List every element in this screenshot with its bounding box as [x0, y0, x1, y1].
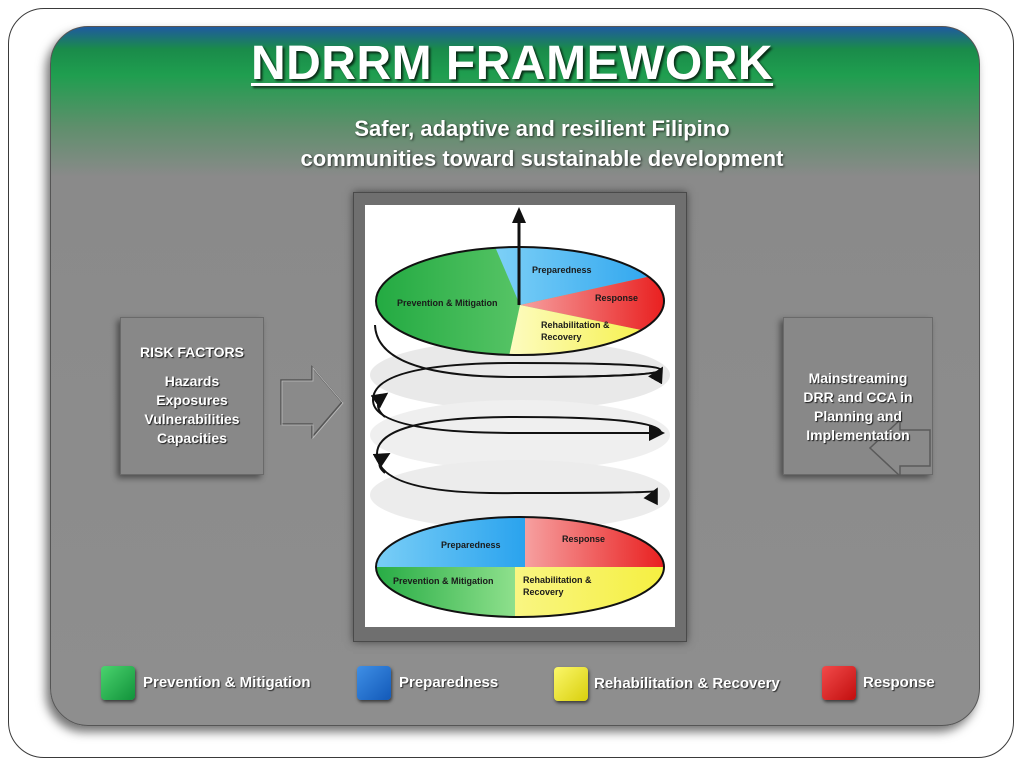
mainstreaming-box: Mainstreaming DRR and CCA in Planning an… — [783, 317, 933, 476]
top-rehab-label: Recovery — [541, 332, 582, 342]
mainstreaming-line: Implementation — [806, 427, 910, 443]
risk-factor-item: Capacities — [156, 430, 228, 446]
blue-square-icon — [357, 666, 391, 700]
left-arrow-icon — [868, 420, 931, 476]
risk-factors-box: RISK FACTORS Hazards Exposures Vulnerabi… — [120, 317, 264, 475]
top-response-label: Response — [595, 293, 638, 303]
mainstreaming-line: Planning and — [814, 408, 902, 424]
legend-label: Response — [863, 674, 935, 691]
legend-label: Preparedness — [399, 674, 499, 691]
mainstreaming-text: Mainstreaming DRR and CCA in Planning an… — [784, 369, 932, 445]
green-square-icon — [101, 666, 135, 700]
risk-factor-item: Vulnerabilities — [144, 411, 240, 427]
subtitle-line-2: communities toward sustainable developme… — [300, 146, 784, 171]
mainstreaming-line: DRR and CCA in — [803, 389, 913, 405]
yellow-square-icon — [554, 667, 588, 701]
diagram-picture: Prevention & Mitigation Preparedness Res… — [365, 205, 675, 627]
top-prevention-label: Prevention & Mitigation — [397, 298, 498, 308]
top-preparedness-label: Preparedness — [532, 265, 592, 275]
bottom-prevention-label: Prevention & Mitigation — [393, 576, 494, 586]
risk-factors-list: Hazards Exposures Vulnerabilities Capaci… — [121, 372, 263, 448]
slide-title: NDRRM FRAMEWORK — [250, 37, 774, 90]
risk-factor-item: Exposures — [156, 392, 228, 408]
red-square-icon — [822, 666, 856, 700]
mainstreaming-line: Mainstreaming — [808, 370, 908, 386]
legend-label: Prevention & Mitigation — [143, 674, 311, 691]
slide-subtitle: Safer, adaptive and resilient Filipino c… — [0, 114, 1024, 174]
bottom-rehab-label: Recovery — [523, 587, 564, 597]
up-arrow-icon — [512, 207, 526, 223]
bottom-cycle — [376, 517, 664, 617]
top-rehab-label: Rehabilitation & — [541, 320, 610, 330]
subtitle-line-1: Safer, adaptive and resilient Filipino — [354, 116, 730, 141]
bottom-response-label: Response — [562, 534, 605, 544]
risk-factor-item: Hazards — [164, 373, 220, 389]
bottom-preparedness-label: Preparedness — [441, 540, 501, 550]
right-arrow-icon — [280, 364, 344, 440]
legend-label: Rehabilitation & Recovery — [594, 675, 780, 692]
risk-factors-heading: RISK FACTORS — [140, 344, 244, 360]
spiral-cycle-diagram: Prevention & Mitigation Preparedness Res… — [370, 207, 670, 618]
bottom-rehab-label: Rehabilitation & — [523, 575, 592, 585]
